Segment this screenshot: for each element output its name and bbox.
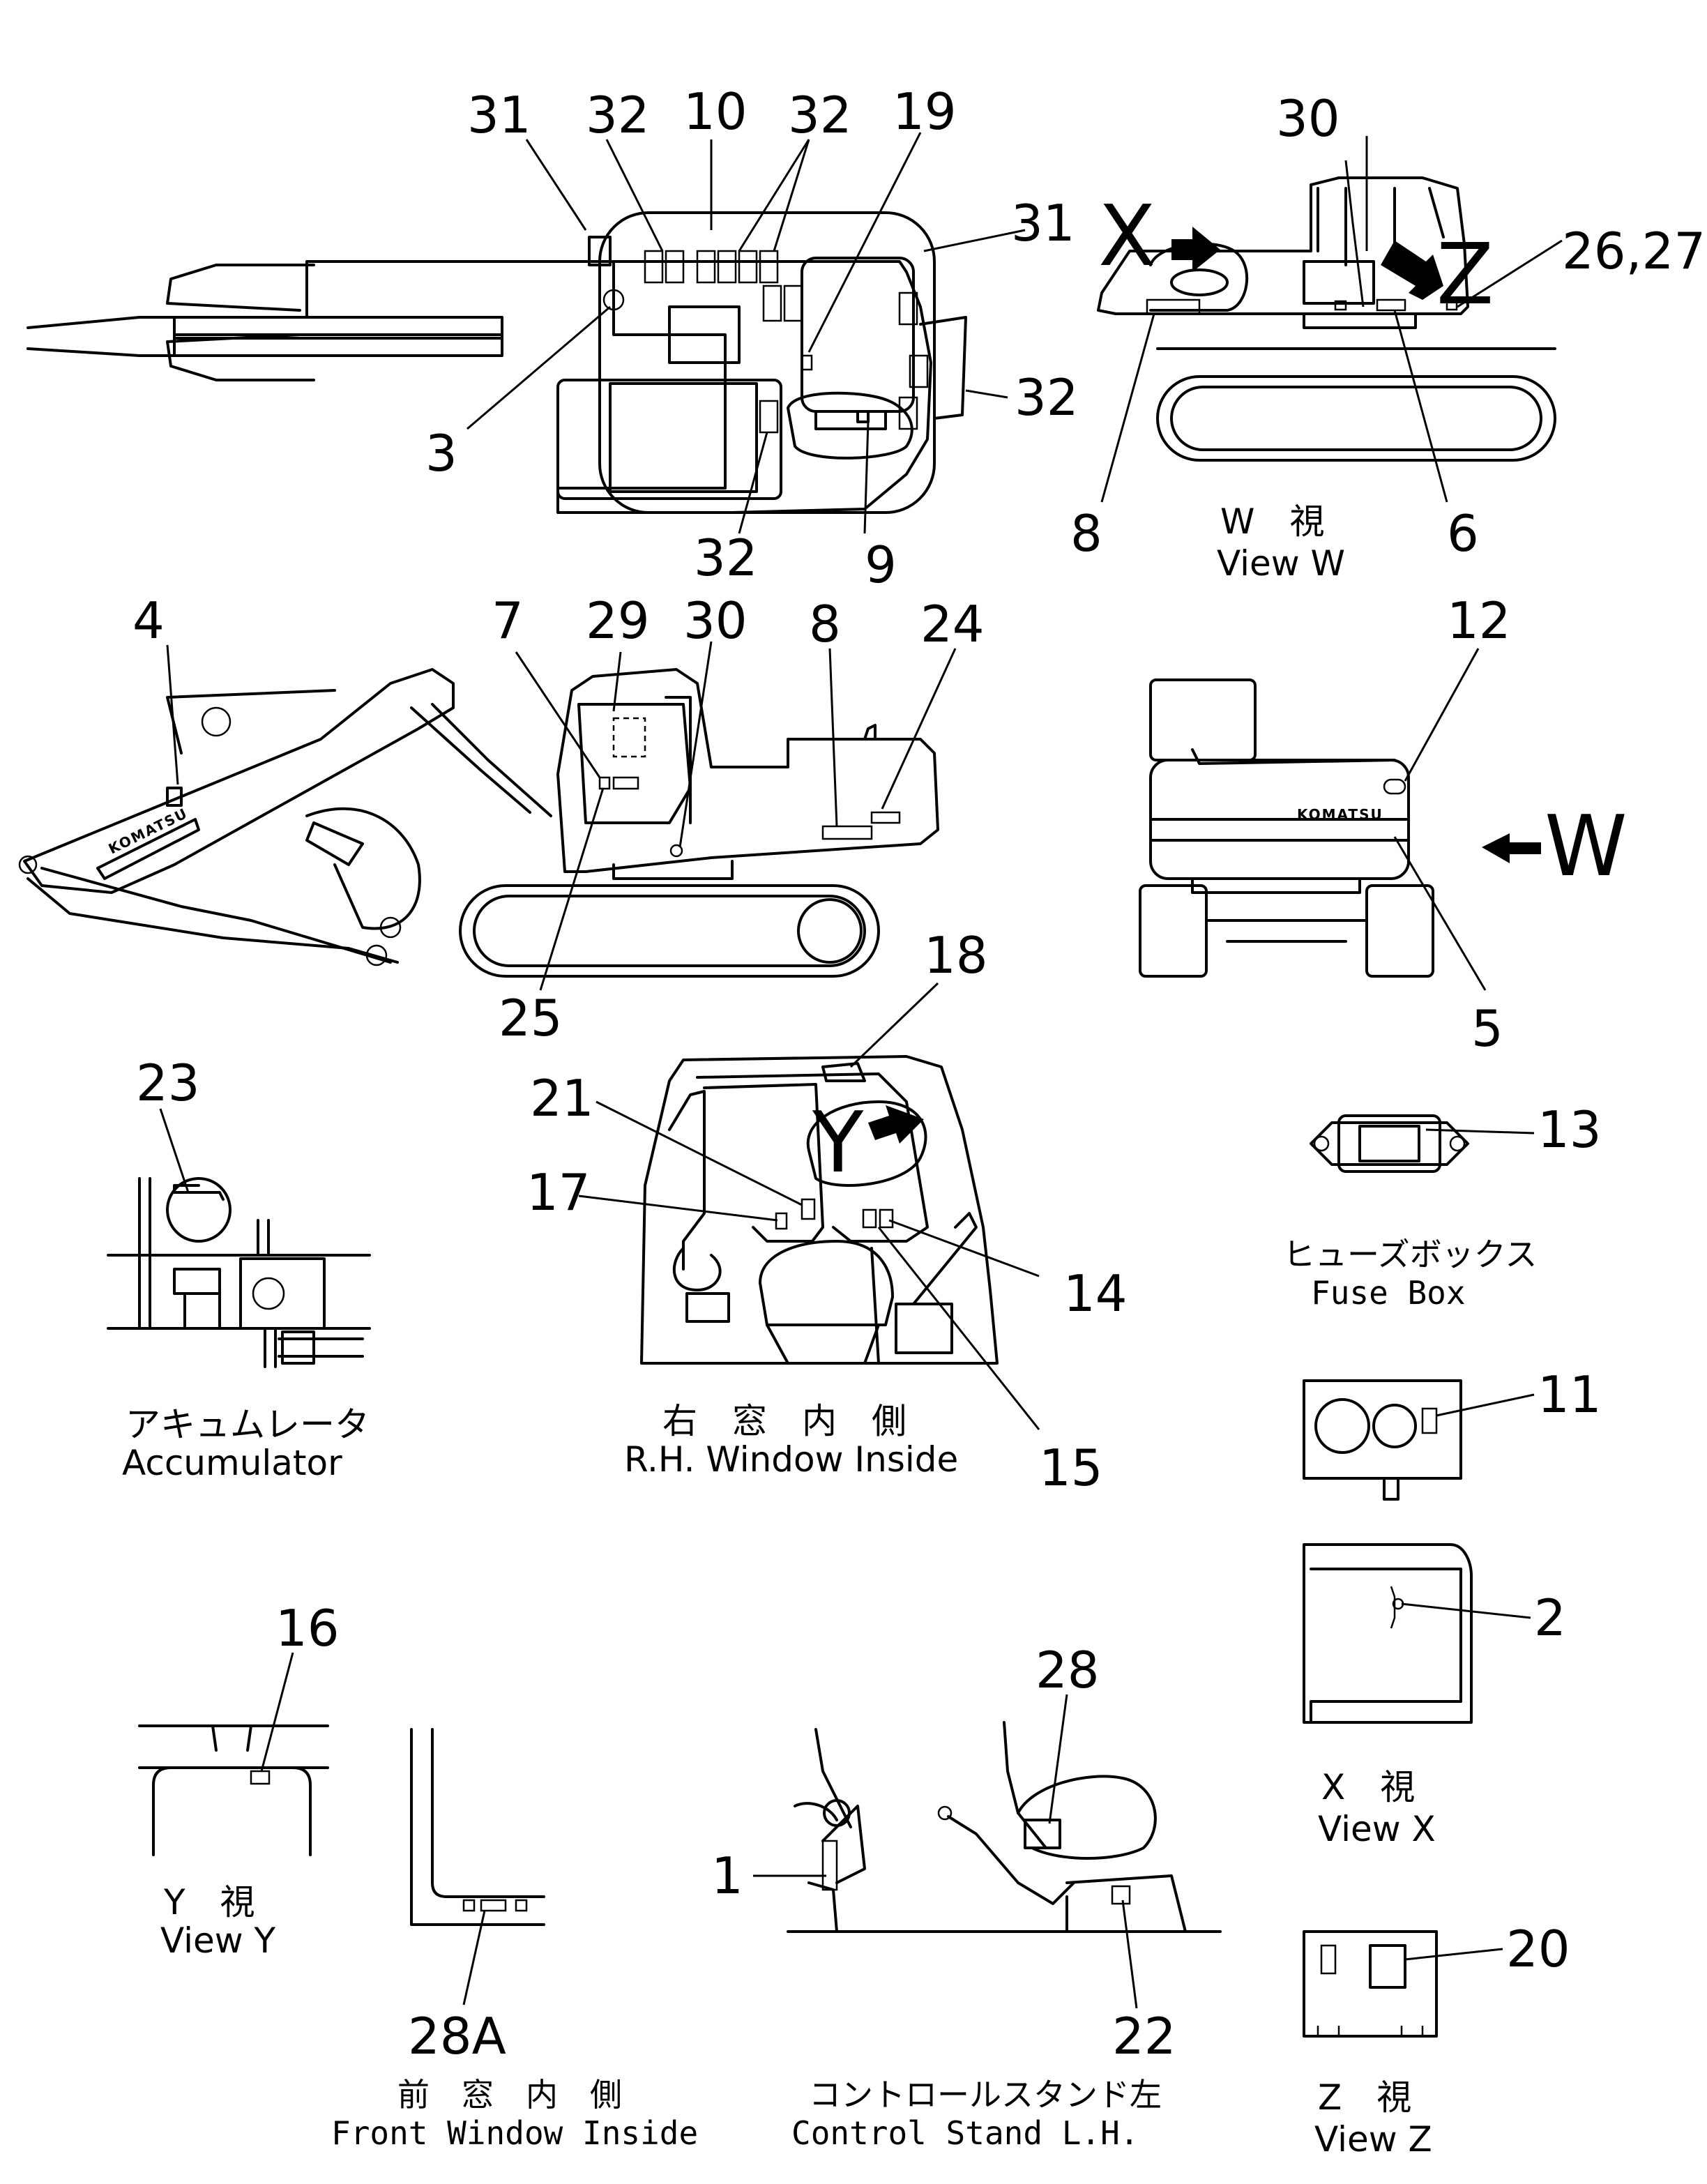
- komatsu-logo-arm: KOMATSU: [106, 805, 191, 858]
- view-w-caption-en: View W: [1217, 543, 1345, 584]
- callout-6: 6: [1447, 504, 1479, 563]
- callout-25: 25: [499, 989, 563, 1047]
- callout-14: 14: [1063, 1264, 1128, 1323]
- callout-32-top-c: 32: [1015, 368, 1079, 427]
- accumulator-callouts: 23 アキュムレータ Accumulator: [122, 1054, 370, 1483]
- callout-31-top-left: 31: [467, 86, 531, 144]
- callout-30-side: 30: [683, 591, 748, 650]
- rear-view-callouts: 12 5 W: [1393, 591, 1628, 1058]
- callout-31-top-right: 31: [1011, 194, 1075, 252]
- callout-3: 3: [425, 424, 457, 483]
- rh-window-callouts: 18 21 17 14 15 Y 右 窓 内 側 R.H. Window Ins…: [526, 926, 1128, 1497]
- callout-10: 10: [683, 82, 748, 141]
- view-y-caption-en: View Y: [160, 1920, 276, 1961]
- callout-29: 29: [586, 591, 650, 650]
- fuse-box-caption-jp: ヒューズボックス: [1283, 1236, 1537, 1273]
- view-w-callouts: 30 26,27 8 6 X Z W 視 View W: [1070, 89, 1706, 584]
- callout-8-view-w: 8: [1070, 504, 1102, 563]
- view-w-marker: W: [1545, 798, 1628, 895]
- view-y-callouts: 16 Y 視 View Y: [160, 1599, 340, 1961]
- front-window-caption-jp: 前 窓 内 側: [397, 2076, 622, 2114]
- callout-23: 23: [136, 1054, 200, 1112]
- fuse-box-caption-en: Fuse Box: [1311, 1274, 1466, 1312]
- view-z-caption-jp: Z 視: [1318, 2077, 1411, 2118]
- view-z-caption-en: View Z: [1314, 2119, 1432, 2160]
- rh-window-drawing: [640, 1055, 999, 1365]
- view-x-marker: X: [1098, 188, 1155, 285]
- accumulator-caption-jp: アキュムレータ: [126, 1404, 370, 1445]
- callout-16: 16: [275, 1599, 340, 1658]
- callout-20: 20: [1506, 1920, 1570, 1978]
- callout-4: 4: [132, 591, 165, 650]
- callout-5: 5: [1471, 999, 1503, 1058]
- fuse-box-drawing: [1310, 1114, 1469, 1173]
- accumulator-caption-en: Accumulator: [122, 1443, 342, 1483]
- callout-19: 19: [893, 82, 957, 141]
- callout-24: 24: [920, 595, 985, 653]
- control-stand-drawing: [787, 1721, 1222, 1933]
- callout-32-top-b: 32: [788, 86, 852, 144]
- panel-11-callouts: 11: [1436, 1365, 1602, 1424]
- top-view-callouts: 31 32 10 32 19 31 32 3 32 9: [425, 82, 1079, 594]
- callout-1: 1: [711, 1846, 743, 1905]
- callout-18: 18: [924, 926, 988, 985]
- callout-8-side: 8: [809, 595, 841, 653]
- view-z-callouts: 20 Z 視 View Z: [1314, 1920, 1570, 2160]
- view-x-caption-en: View X: [1318, 1809, 1436, 1849]
- rh-window-caption-jp: 右 窓 内 側: [662, 1401, 906, 1441]
- view-y-drawing: [138, 1724, 329, 1856]
- view-w-drawing: [1097, 176, 1556, 462]
- callout-28a: 28A: [408, 2007, 506, 2065]
- front-window-caption-en: Front Window Inside: [331, 2114, 698, 2152]
- callout-32-top-a: 32: [586, 86, 650, 144]
- side-view-drawing: KOMATSU: [18, 668, 939, 978]
- callout-30-view-w: 30: [1276, 89, 1340, 148]
- callout-32-top-d: 32: [694, 529, 758, 587]
- control-stand-caption-jp: コントロールスタンド左: [809, 2076, 1162, 2114]
- callout-22: 22: [1112, 2007, 1176, 2065]
- rh-window-caption-en: R.H. Window Inside: [624, 1439, 958, 1480]
- view-y-caption-jp: Y 視: [163, 1882, 255, 1923]
- callout-21: 21: [530, 1069, 594, 1128]
- callout-15: 15: [1039, 1439, 1103, 1497]
- view-w-caption-jp: W 視: [1220, 501, 1324, 542]
- view-z-marker: Z: [1436, 227, 1494, 324]
- panel-11-drawing: [1303, 1379, 1462, 1501]
- callout-13: 13: [1538, 1100, 1602, 1159]
- top-view-drawing: [26, 211, 967, 514]
- front-window-callouts: 28A 前 窓 内 側 Front Window Inside: [331, 1910, 698, 2152]
- control-stand-callouts: 28 1 22 コントロールスタンド左 Control Stand L.H.: [711, 1641, 1176, 2152]
- callout-28: 28: [1035, 1641, 1100, 1699]
- view-y-marker: Y: [812, 1095, 864, 1192]
- control-stand-caption-en: Control Stand L.H.: [791, 2114, 1139, 2152]
- view-z-drawing: [1303, 1930, 1438, 2038]
- callout-17: 17: [526, 1163, 591, 1222]
- fuse-box-callouts: 13 ヒューズボックス Fuse Box: [1283, 1100, 1602, 1312]
- view-x-drawing: [1303, 1543, 1473, 1724]
- side-view-callouts: 4 7 29 30 8 24 25: [132, 591, 985, 1047]
- callout-11: 11: [1538, 1365, 1602, 1424]
- komatsu-logo-rear: KOMATSU: [1297, 806, 1383, 823]
- rear-view-drawing: KOMATSU: [1139, 678, 1541, 978]
- accumulator-drawing: [107, 1177, 371, 1368]
- callout-2: 2: [1534, 1588, 1566, 1647]
- front-window-drawing: [410, 1728, 545, 1926]
- callout-7: 7: [492, 591, 524, 650]
- callout-12: 12: [1447, 591, 1511, 650]
- view-x-callouts: 2 X 視 View X: [1318, 1588, 1566, 1849]
- callout-26-27: 26,27: [1562, 222, 1706, 280]
- view-x-caption-jp: X 視: [1321, 1767, 1415, 1807]
- callout-9: 9: [865, 536, 897, 594]
